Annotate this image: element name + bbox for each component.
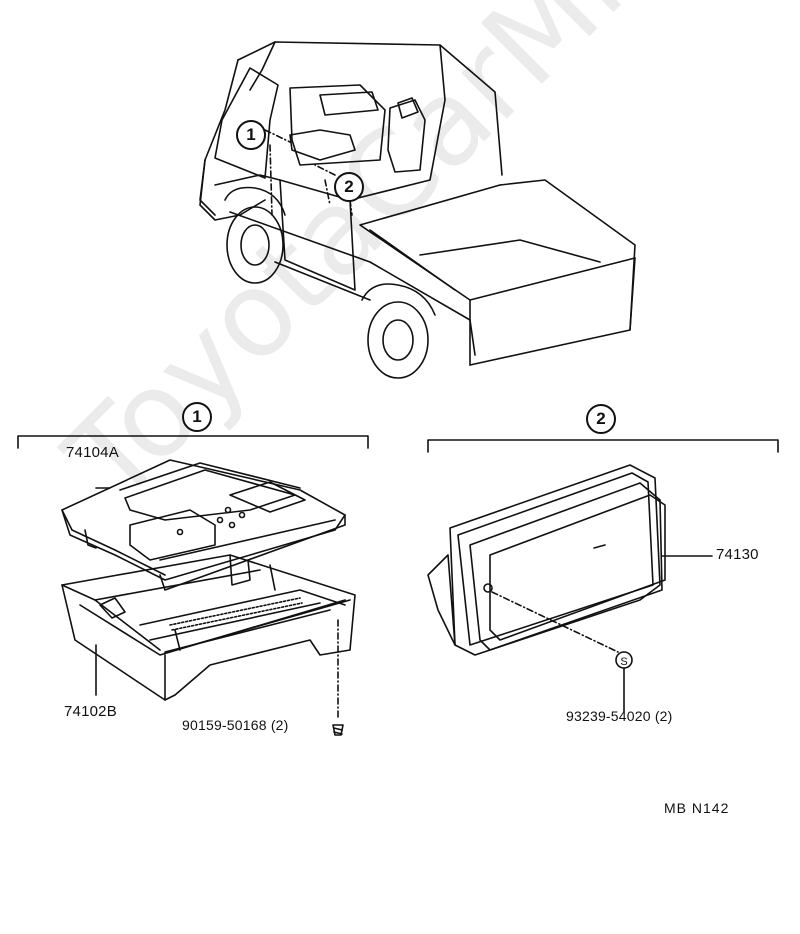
ashtray-74130-drawing [427, 464, 713, 713]
diagram-code: MB N142 [664, 800, 730, 816]
part-label-74104a: 74104A [66, 444, 119, 461]
section-title-1: 1 [182, 402, 212, 432]
part-label-screw: 90159-50168 (2) [182, 717, 289, 733]
truck-illustration [199, 41, 636, 379]
part-label-74102b: 74102B [64, 703, 117, 720]
part-label-clip: 93239-54020 (2) [566, 708, 673, 724]
left-bracket [17, 435, 369, 449]
cover-74104a-drawing [61, 459, 346, 591]
tray-74102b-drawing [61, 554, 356, 736]
part-label-74130: 74130 [716, 546, 759, 563]
callout-1-truck: 1 [236, 120, 266, 150]
section-title-2: 2 [586, 404, 616, 434]
right-bracket [427, 439, 779, 453]
callout-2-truck: 2 [334, 172, 364, 202]
s-marker-label: S [620, 656, 627, 668]
